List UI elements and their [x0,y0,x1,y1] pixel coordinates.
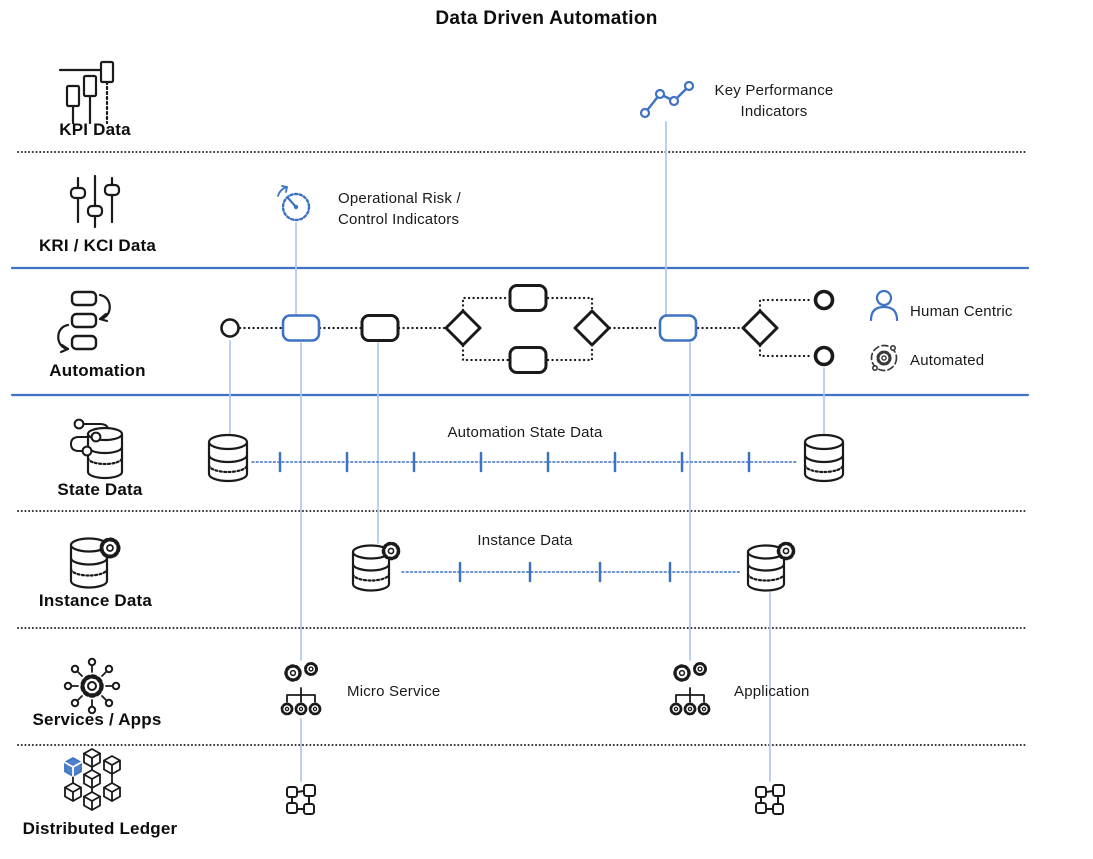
instance-data-icon [69,537,121,589]
legend-human-centric-label: Human Centric [910,303,1013,320]
lane-label-kpi-data: KPI Data [59,120,131,139]
automation-icon [57,290,111,354]
gateway-split [444,309,482,347]
services-apps-icon [63,657,121,715]
person-icon [869,289,899,322]
vertical-connectors [229,121,825,782]
lane-label-services-apps: Services / Apps [32,710,162,729]
end-event-top [813,289,835,311]
instance-data-flow [351,541,796,592]
start-event [220,318,240,338]
lane-label-automation: Automation [49,361,146,380]
ledger-node-icon-right [755,784,785,815]
task-branch-top [508,284,548,312]
instance-data-ticks [458,561,672,583]
state-data-icon [70,418,124,480]
kri-kci-icon [69,174,121,229]
lane-dividers [10,151,1030,746]
end-event-bottom [813,345,835,367]
cube-blue [64,757,82,777]
distributed-ledger-icon [64,748,121,811]
instance-data-label: Instance Data [477,532,573,549]
lane-label-state-data: State Data [57,480,143,499]
lane-label-distributed-ledger: Distributed Ledger [22,819,178,838]
automated-gear-icon [870,344,898,372]
micro-service-icon [280,662,322,716]
automation-state-data-label: Automation State Data [447,424,603,441]
state-data-flow [207,433,845,483]
kpi-label: Key Performance Indicators [714,82,834,120]
task-blue-1 [281,314,321,342]
database-gear-right [746,541,796,592]
state-data-ticks [278,451,751,473]
application-label: Application [734,683,810,700]
database-state-left [207,433,249,483]
gateway-join [573,309,611,347]
task-blue-2 [658,314,698,342]
task-black-1 [360,314,400,342]
task-branch-bottom [508,346,548,374]
gauge-icon [277,185,311,222]
legend-automated-label: Automated [910,352,985,369]
gateway-end-split [741,309,779,347]
micro-service-label: Micro Service [347,683,441,700]
operational-risk-label: Operational Risk / Control Indicators [338,190,461,228]
ledger-node-icon-left [286,784,316,815]
database-state-right [803,433,845,483]
bpmn-flow [220,284,835,374]
application-icon [669,662,711,716]
kpi-line-chart-icon [639,80,695,119]
page-title: Data Driven Automation [435,8,658,29]
lane-label-kri-kci-data: KRI / KCI Data [38,236,157,255]
kpi-data-icon [58,60,115,125]
database-gear-left [351,541,401,592]
lane-label-instance-data: Instance Data [38,591,153,610]
flow-connectors [238,296,815,362]
